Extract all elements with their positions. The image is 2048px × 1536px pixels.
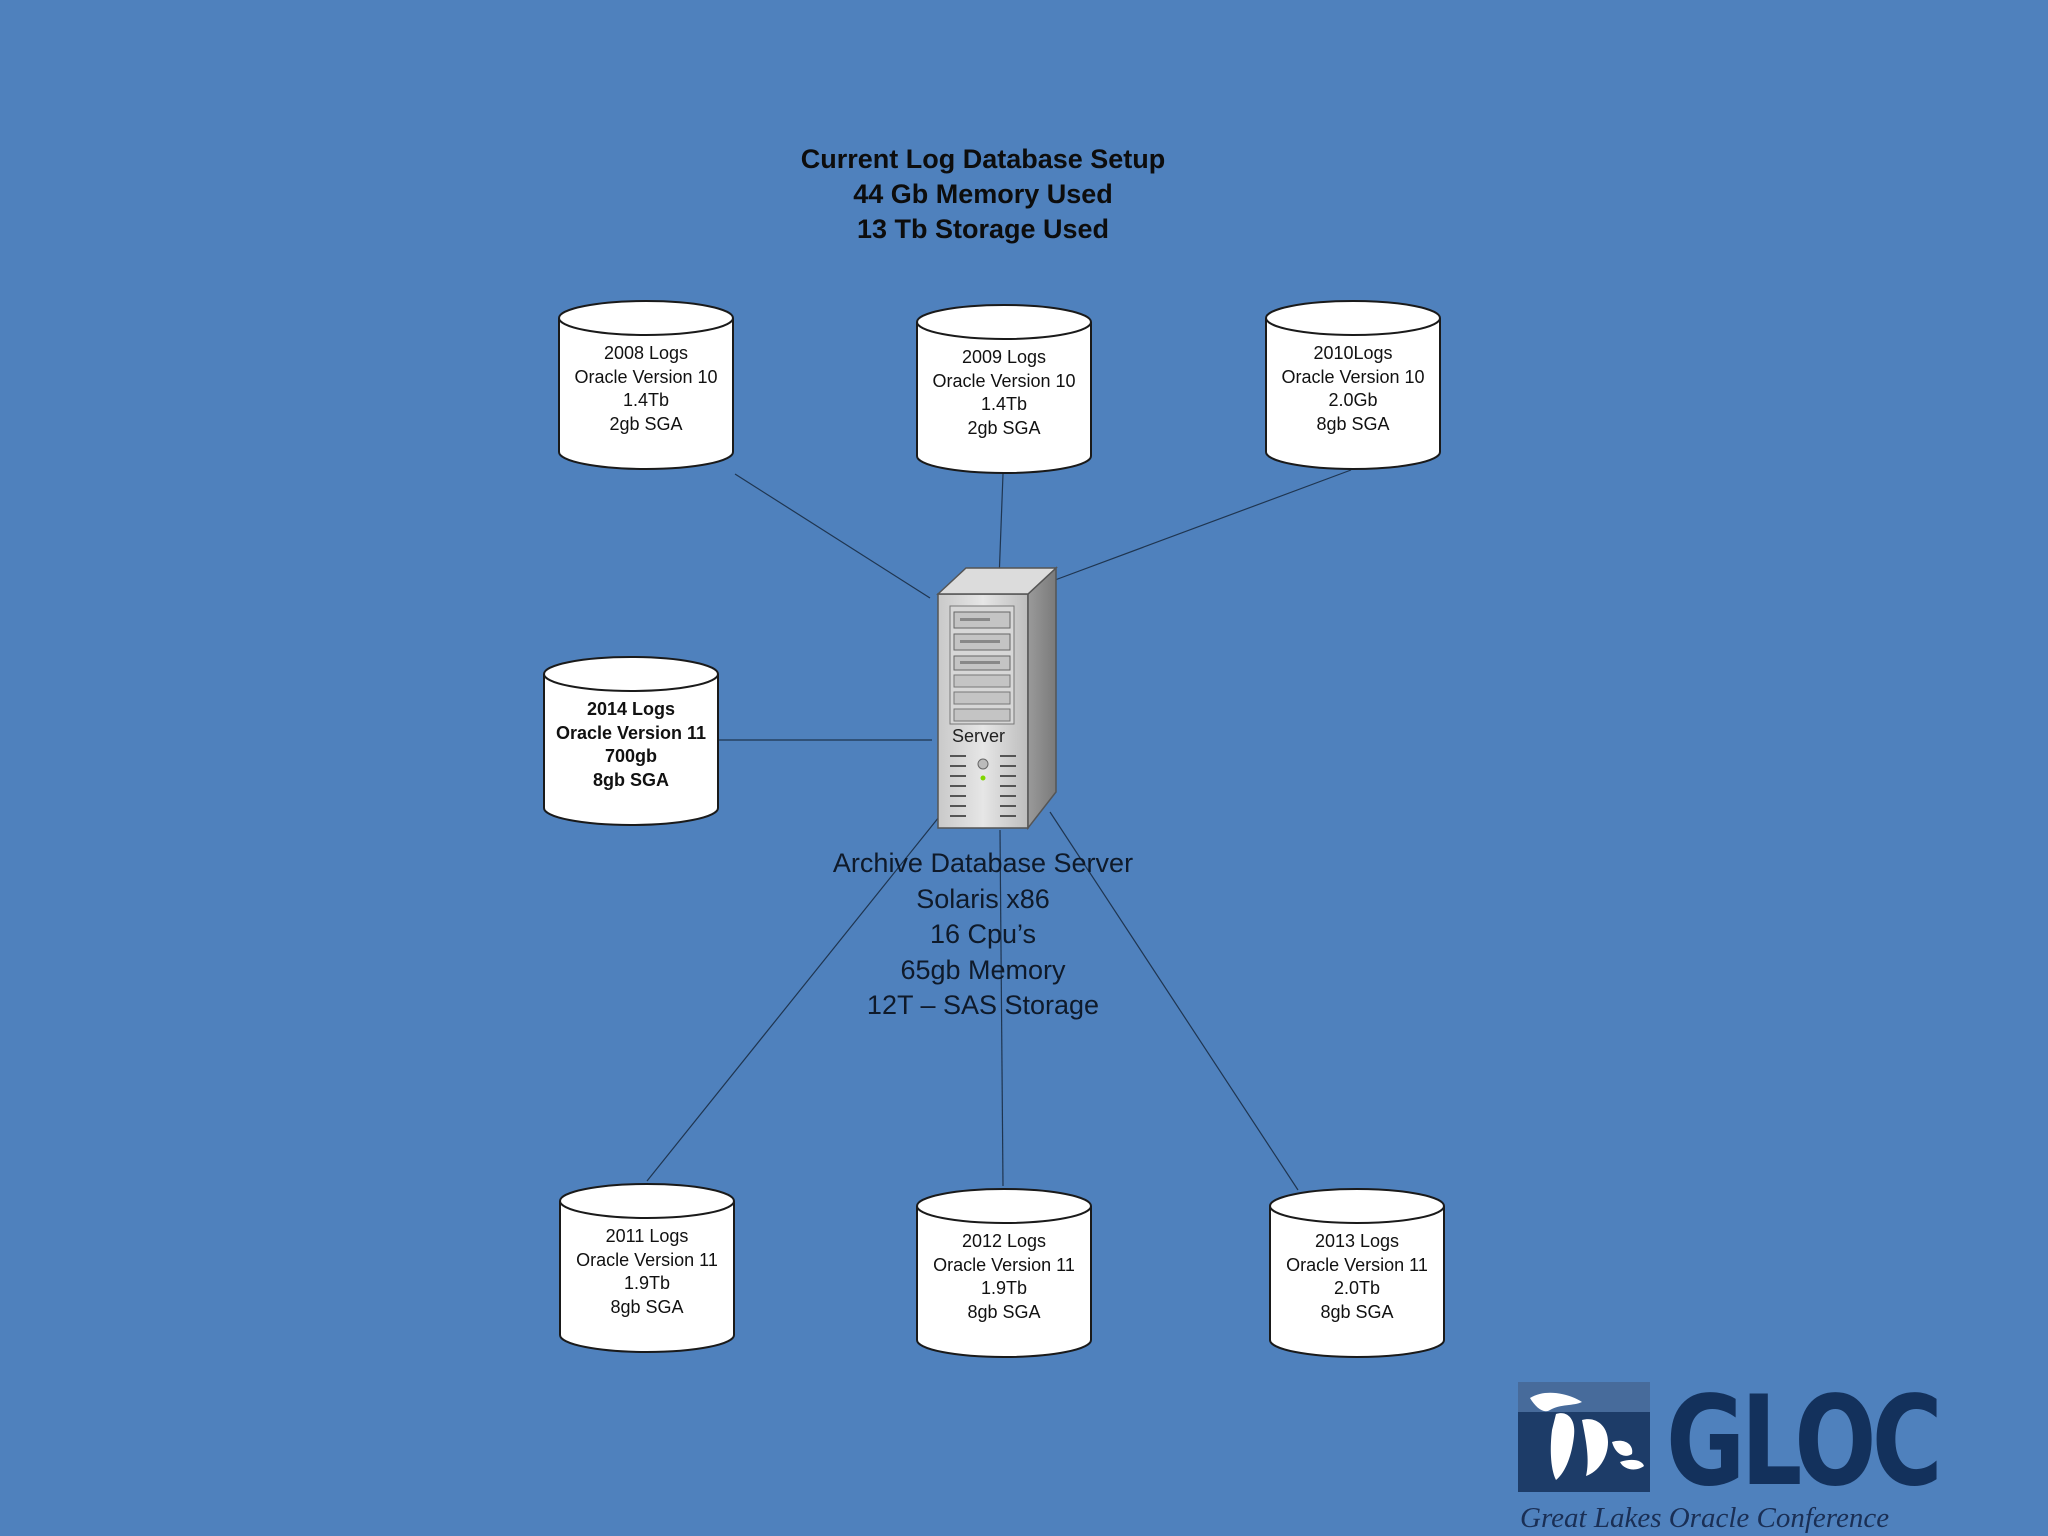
database-cylinder-2010: 2010Logs Oracle Version 10 2.0Gb 8gb SGA	[1263, 298, 1443, 474]
connector-2008	[734, 473, 931, 599]
database-version: Oracle Version 10	[932, 370, 1076, 391]
database-sga: 8gb SGA	[967, 1301, 1041, 1322]
database-label: 2012 Logs Oracle Version 11 1.9Tb 8gb SG…	[914, 1230, 1094, 1324]
heading-memory: 44 Gb Memory Used	[853, 179, 1113, 209]
server-tower-icon	[936, 566, 1058, 831]
database-cylinder-2011: 2011 Logs Oracle Version 11 1.9Tb 8gb SG…	[557, 1181, 737, 1357]
server-memory: 65gb Memory	[900, 954, 1066, 985]
database-icon	[558, 300, 734, 470]
database-label: 2009 Logs Oracle Version 10 1.4Tb 2gb SG…	[914, 346, 1094, 440]
great-lakes-logo-icon	[1518, 1382, 1650, 1492]
server-os: Solaris x86	[916, 883, 1050, 914]
database-name: 2008 Logs	[603, 343, 689, 363]
database-sga: 8gb SGA	[610, 1296, 684, 1317]
connector-2013	[1049, 811, 1299, 1191]
database-name: 2012 Logs	[961, 1231, 1047, 1251]
database-name: 2013 Logs	[1314, 1231, 1400, 1251]
database-cylinder-2014: 2014 Logs Oracle Version 11 700gb 8gb SG…	[541, 654, 721, 830]
logo-tagline: Great Lakes Oracle Conference	[1520, 1502, 1890, 1534]
database-version: Oracle Version 10	[1281, 366, 1425, 387]
gloc-logo: GLOC Great Lakes Oracle Conference	[1516, 1370, 1956, 1536]
database-size: 1.4Tb	[622, 390, 670, 410]
server-label: Server	[952, 726, 1006, 746]
connector-2009	[998, 473, 1004, 581]
database-size: 2.0Tb	[1333, 1278, 1381, 1298]
database-size: 1.9Tb	[623, 1273, 671, 1293]
database-version: Oracle Version 11	[933, 1254, 1075, 1275]
database-size: 2.0Gb	[1328, 390, 1378, 410]
database-size: 1.9Tb	[980, 1278, 1028, 1298]
database-label: 2013 Logs Oracle Version 11 2.0Tb 8gb SG…	[1267, 1230, 1447, 1324]
database-name: 2011 Logs	[605, 1226, 689, 1246]
database-label: 2014 Logs Oracle Version 11 700gb 8gb SG…	[541, 698, 721, 792]
database-cylinder-2012: 2012 Logs Oracle Version 11 1.9Tb 8gb SG…	[914, 1186, 1094, 1362]
database-icon	[916, 1188, 1092, 1358]
database-version: Oracle Version 10	[574, 366, 718, 387]
database-version: Oracle Version 11	[1286, 1254, 1428, 1275]
database-label: 2011 Logs Oracle Version 11 1.9Tb 8gb SG…	[557, 1225, 737, 1319]
database-name: 2010Logs	[1313, 343, 1393, 363]
database-icon	[1269, 1188, 1445, 1358]
database-cylinder-2013: 2013 Logs Oracle Version 11 2.0Tb 8gb SG…	[1267, 1186, 1447, 1362]
database-label: 2008 Logs Oracle Version 10 1.4Tb 2gb SG…	[556, 342, 736, 436]
server-cpu: 16 Cpu’s	[929, 919, 1037, 949]
database-version: Oracle Version 11	[555, 722, 707, 743]
database-name: 2014 Logs	[586, 699, 676, 719]
server-storage: 12T – SAS Storage	[866, 990, 1100, 1020]
database-icon	[1265, 300, 1441, 470]
database-icon	[543, 656, 719, 826]
logo-wordmark: GLOC	[1666, 1370, 1943, 1514]
database-sga: 8gb SGA	[1316, 413, 1390, 434]
connector-2012	[999, 829, 1004, 1187]
database-cylinder-2008: 2008 Logs Oracle Version 10 1.4Tb 2gb SG…	[556, 298, 736, 474]
heading-title: Current Log Database Setup	[800, 144, 1166, 174]
database-sga: 8gb SGA	[1320, 1301, 1394, 1322]
database-size: 1.4Tb	[980, 394, 1028, 414]
database-sga: 8gb SGA	[592, 769, 669, 790]
connector-2011	[646, 811, 944, 1182]
database-sga: 2gb SGA	[967, 417, 1041, 438]
database-label: 2010Logs Oracle Version 10 2.0Gb 8gb SGA	[1263, 342, 1443, 436]
heading-storage: 13 Tb Storage Used	[856, 214, 1110, 244]
database-icon	[916, 304, 1092, 474]
server-title: Archive Database Server	[832, 848, 1134, 878]
connector-2010	[1054, 469, 1352, 581]
database-name: 2009 Logs	[961, 347, 1047, 367]
database-version: Oracle Version 11	[576, 1249, 718, 1270]
database-cylinder-2009: 2009 Logs Oracle Version 10 1.4Tb 2gb SG…	[914, 302, 1094, 478]
server-description: Archive Database Server Solaris x86 16 C…	[783, 846, 1183, 1024]
diagram-heading: Current Log Database Setup 44 Gb Memory …	[783, 142, 1183, 247]
database-size: 700gb	[604, 746, 658, 766]
database-sga: 2gb SGA	[609, 413, 683, 434]
database-icon	[559, 1183, 735, 1353]
